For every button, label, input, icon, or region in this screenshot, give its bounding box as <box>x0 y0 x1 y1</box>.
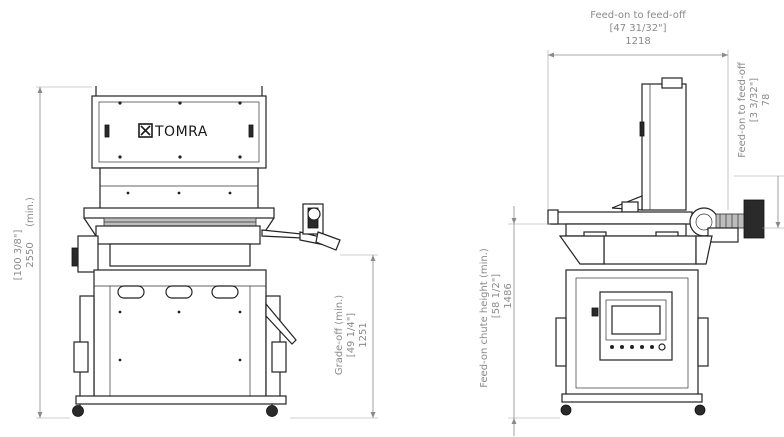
feed-on-chute-height-mm: 1486 <box>503 283 514 308</box>
tomra-logo-icon <box>138 123 153 138</box>
overall-height-note: (min.) <box>25 197 36 227</box>
dimension-feed-on-chute-height: Feed-on chute height (min.) [58 1/2"] 14… <box>479 206 560 436</box>
feed-on-to-feed-off-inch: [47 31/32"] <box>609 23 666 34</box>
feed-on-chute-height-inch: [58 1/2"] <box>491 274 502 318</box>
feed-on-to-feed-off-label: Feed-on to feed-off <box>590 10 687 21</box>
front-view-machine: TOMRA <box>71 86 341 417</box>
dimension-feed-on-to-feed-off: Feed-on to feed-off [47 31/32"] 1218 <box>547 10 729 210</box>
feed-on-to-feed-off-mm: 1218 <box>625 36 650 47</box>
overall-height-mm: 2550 <box>25 242 36 267</box>
tomra-logo-text: TOMRA <box>154 124 208 140</box>
grade-off-mm: 1251 <box>358 322 369 347</box>
dimension-grade-off: Grade-off (min.) [49 1/4"] 1251 <box>290 254 378 419</box>
feed-on-to-feed-off-small-mm: 78 <box>761 94 772 107</box>
side-view-machine <box>547 77 765 416</box>
dimension-overall-height: [100 3/8"] 2550 (min.) <box>13 86 92 419</box>
grade-off-label: Grade-off (min.) <box>334 295 345 375</box>
tomra-logo: TOMRA <box>138 123 208 140</box>
feed-on-to-feed-off-small-inch: [3 3/32"] <box>749 78 760 122</box>
overall-height-inch: [100 3/8"] <box>13 230 24 281</box>
grade-off-inch: [49 1/4"] <box>346 313 357 357</box>
control-panel <box>599 291 673 361</box>
feed-on-chute-height-label: Feed-on chute height (min.) <box>479 248 490 388</box>
feed-on-to-feed-off-small-label: Feed-on to feed-off <box>737 61 748 158</box>
dimension-feed-on-to-feed-off-small: Feed-on to feed-off [3 3/32"] 78 <box>734 61 784 229</box>
